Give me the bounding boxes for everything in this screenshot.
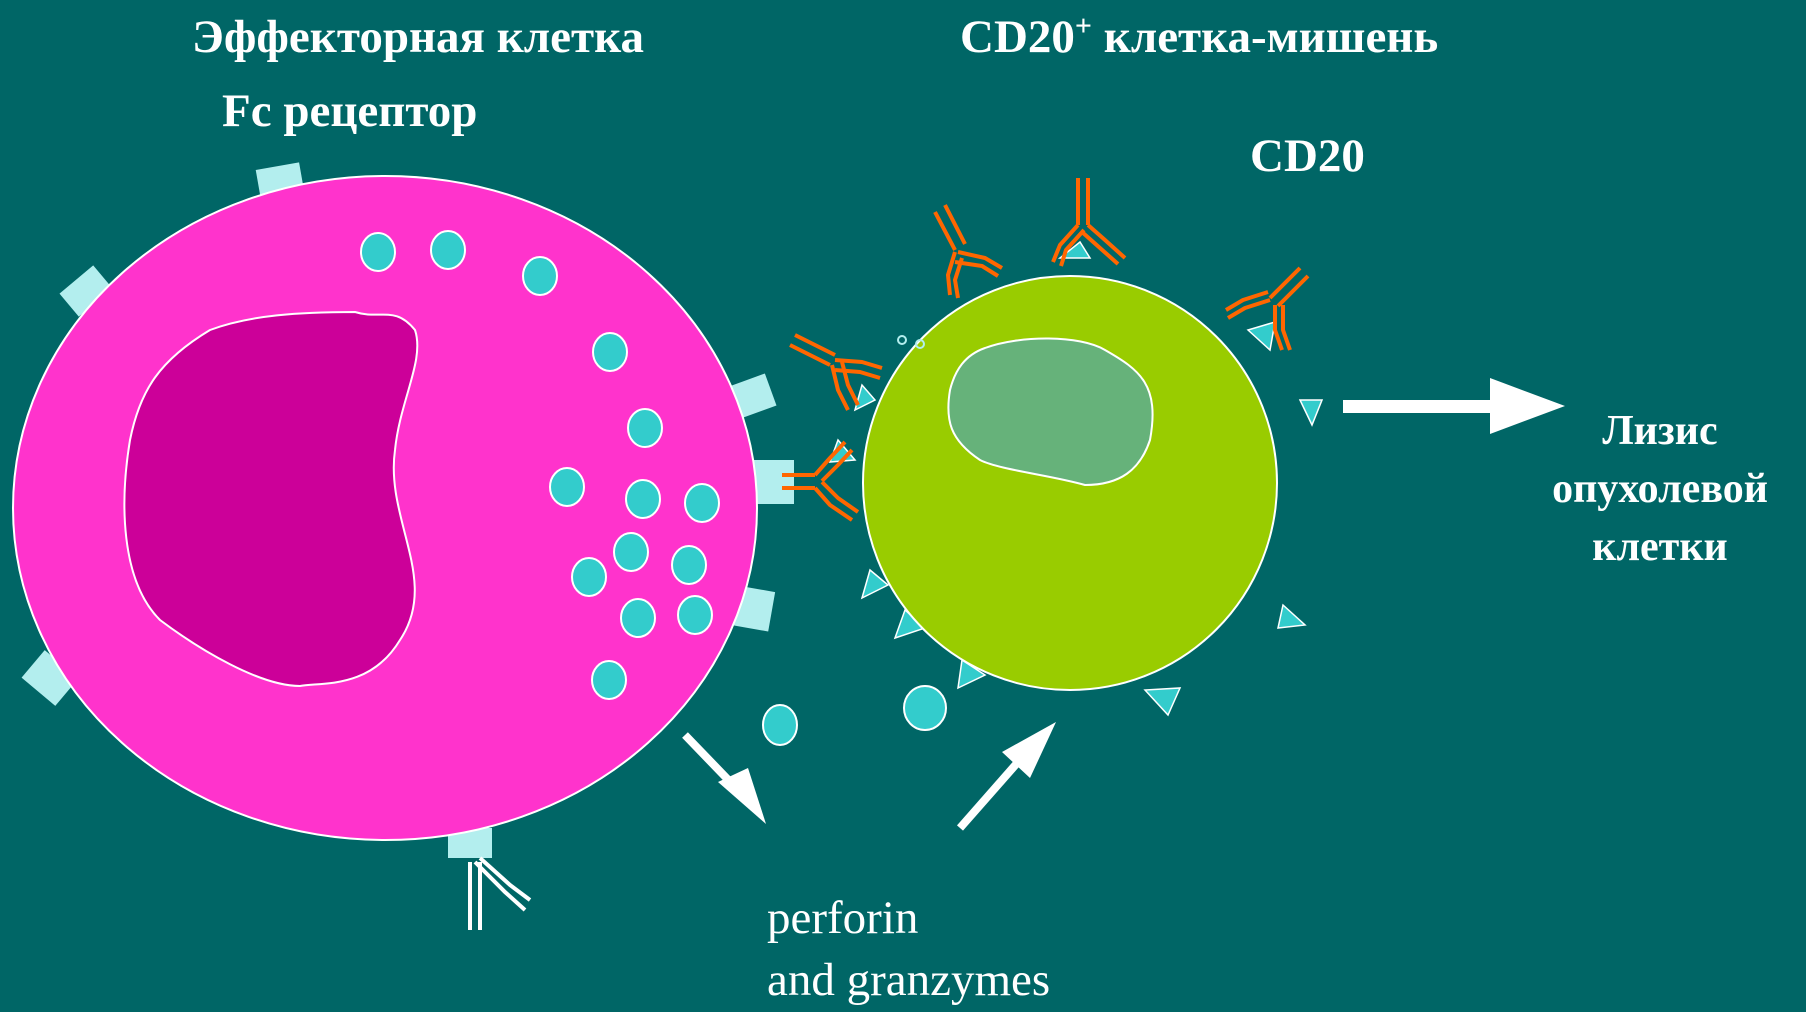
lysis-line-2: опухолевой: [1515, 460, 1805, 518]
released-granule: [763, 705, 797, 745]
lysis-label: Лизис опухолевой клетки: [1515, 402, 1805, 576]
small-vesicle: [898, 336, 906, 344]
granule: [550, 468, 584, 506]
target-title-superscript: +: [1075, 9, 1092, 42]
granule: [572, 558, 606, 596]
cd20-marker-icon: [855, 385, 875, 410]
target-cell: [830, 242, 1322, 715]
cd20-label: CD20: [1250, 133, 1365, 180]
lysis-line-3: клетки: [1515, 518, 1805, 576]
granule: [614, 533, 648, 571]
delivery-arrow-icon: [960, 722, 1056, 828]
granule: [592, 661, 626, 699]
granule: [672, 546, 706, 584]
cd20-marker-icon: [1278, 605, 1305, 628]
fc-receptor-label: Fc рецептор: [222, 88, 477, 135]
granule: [523, 257, 557, 295]
antibody-icon: [935, 205, 1002, 298]
granule: [621, 599, 655, 637]
granule: [685, 484, 719, 522]
effector-cell-title: Эффекторная клетка: [192, 14, 644, 61]
effector-cell: [13, 162, 794, 930]
granule: [626, 480, 660, 518]
target-title-main: CD20: [960, 11, 1075, 63]
cd20-marker-icon: [1300, 400, 1322, 425]
perforin-label-line-2: and granzymes: [767, 957, 1050, 1004]
target-cell-body: [863, 276, 1277, 690]
cd20-marker-icon: [1248, 322, 1275, 350]
lysis-line-1: Лизис: [1515, 402, 1805, 460]
secretion-arrow-icon: [685, 735, 766, 824]
target-title-rest: клетка-мишень: [1092, 11, 1438, 63]
granule: [678, 596, 712, 634]
target-cell-title: CD20+ клетка-мишень: [960, 14, 1438, 61]
antibody-icon: [1053, 178, 1125, 266]
granule: [361, 233, 395, 271]
free-antibody-icon: [470, 858, 530, 930]
released-granule: [904, 686, 946, 730]
granule: [431, 231, 465, 269]
granule: [593, 333, 627, 371]
perforin-label-line-1: perforin: [767, 895, 918, 942]
cd20-marker-icon: [1145, 688, 1180, 715]
granule: [628, 409, 662, 447]
